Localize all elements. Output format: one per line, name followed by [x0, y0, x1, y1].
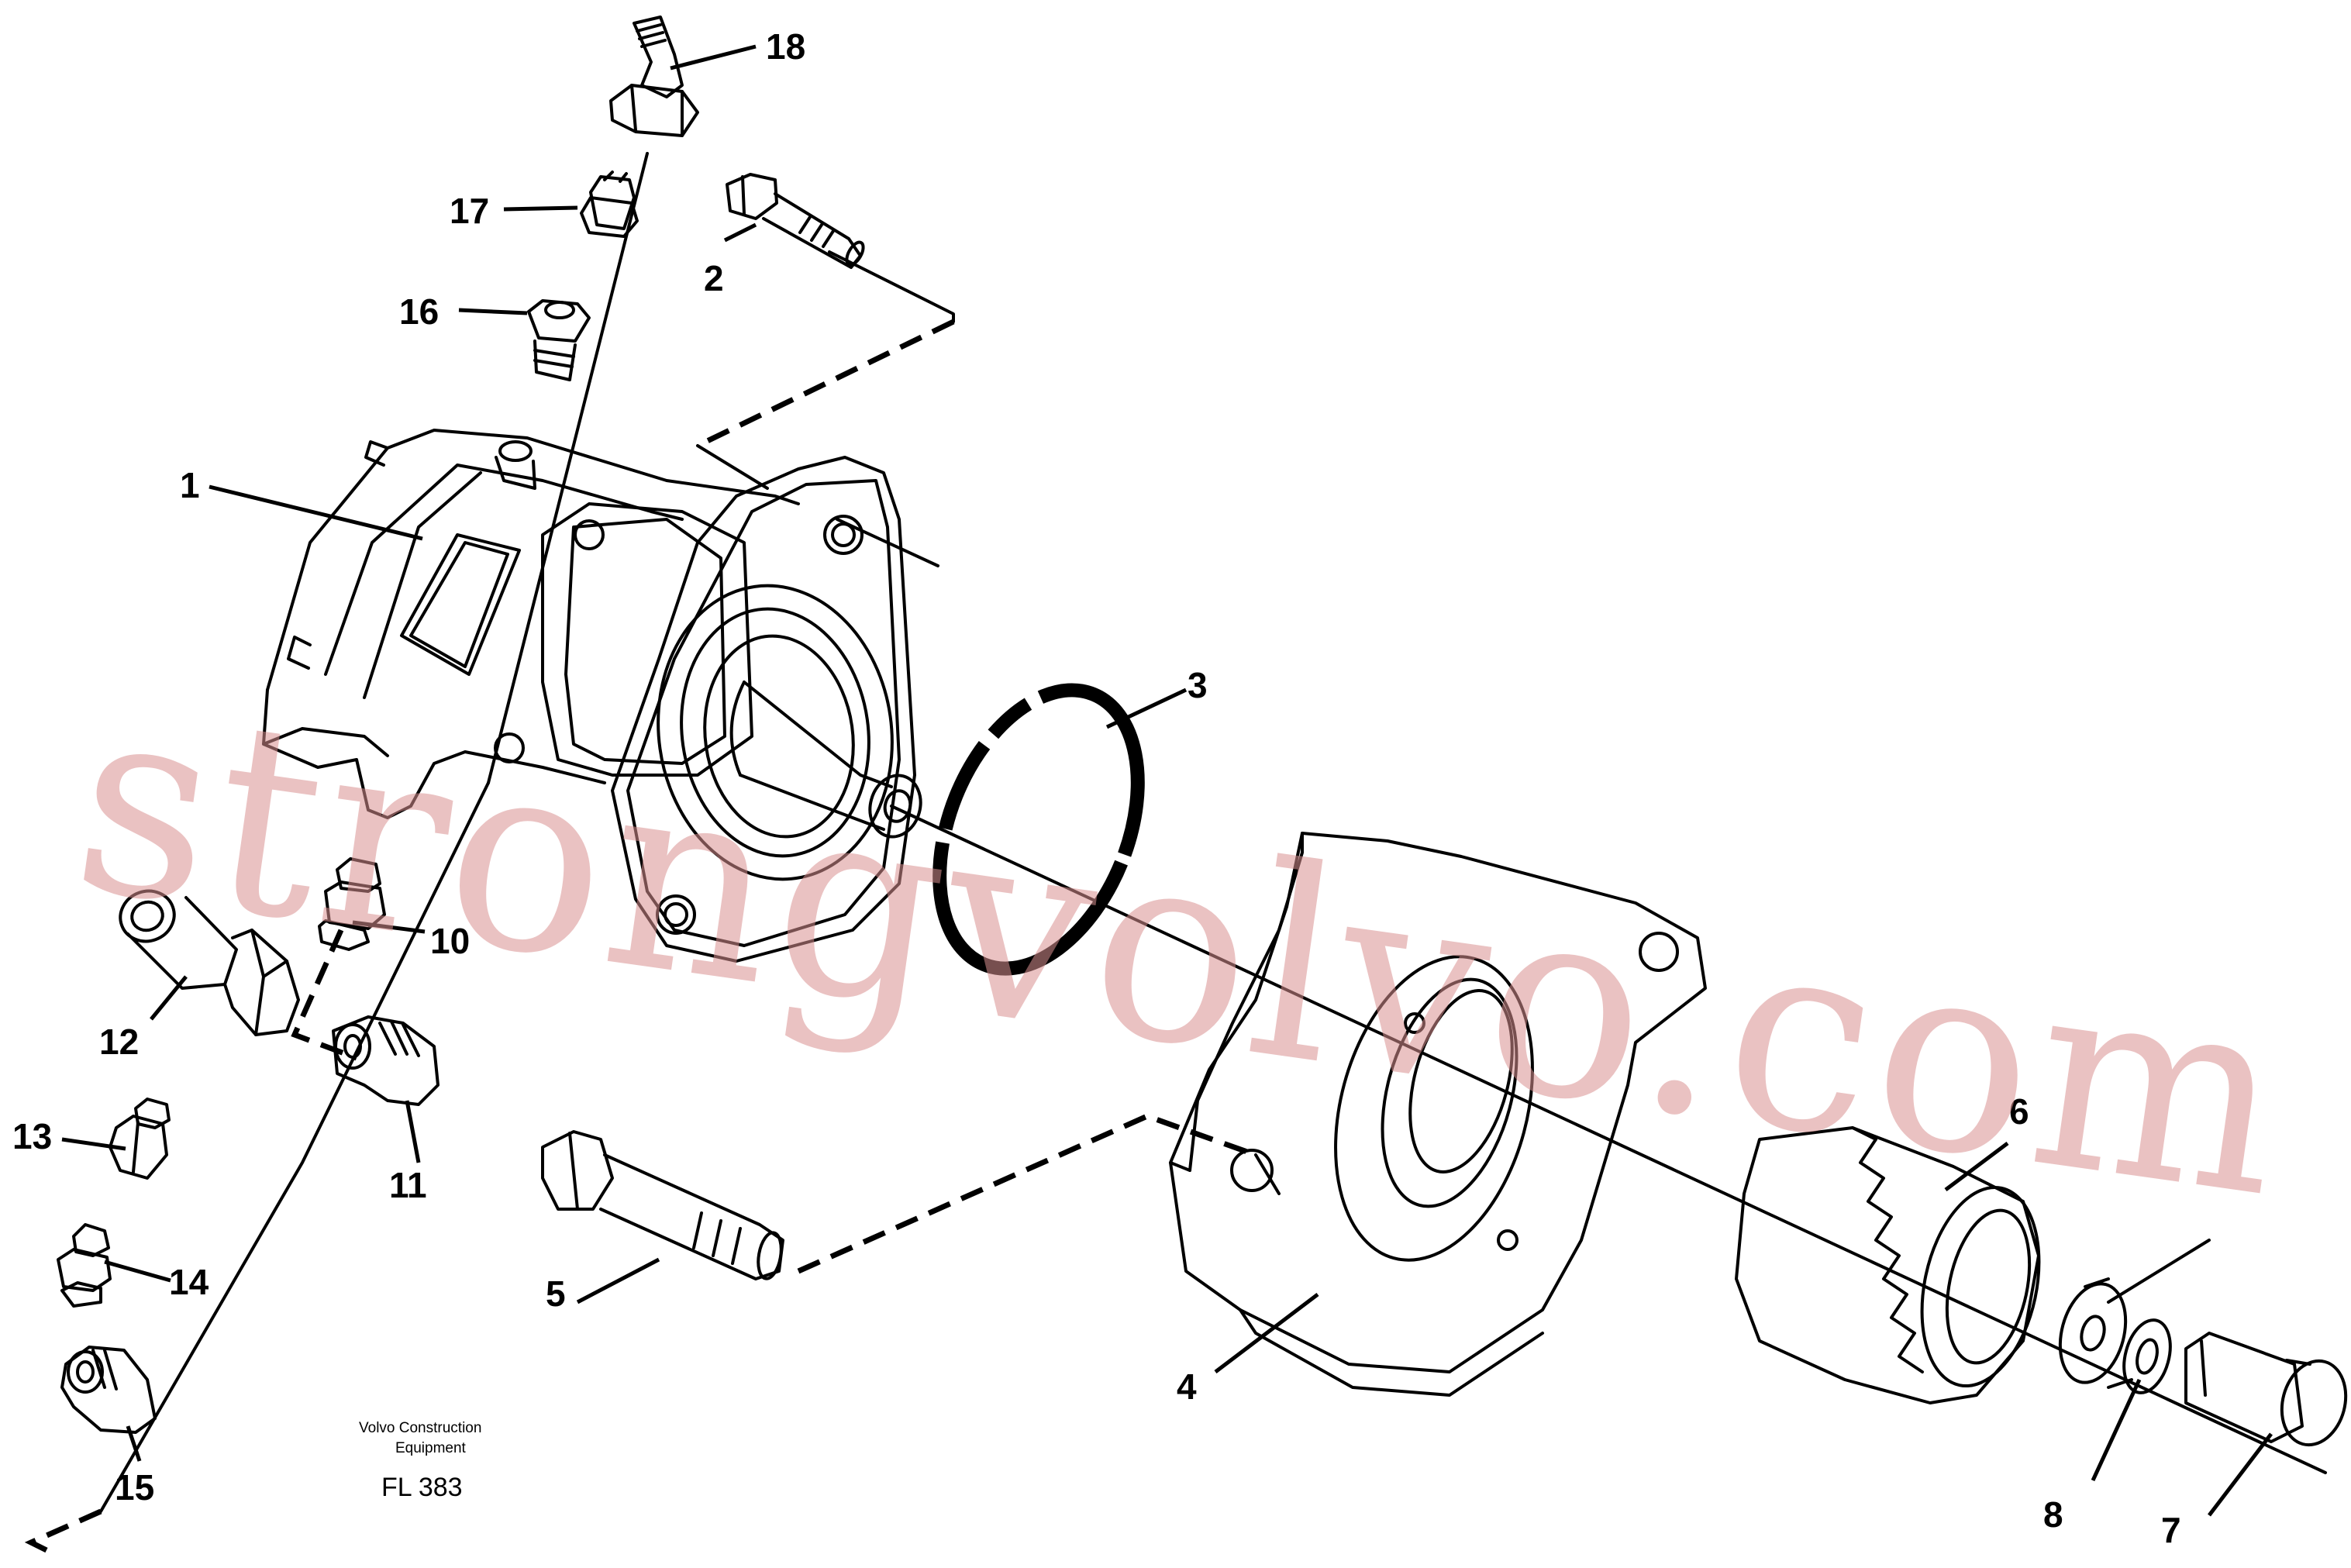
callout-18: 18: [766, 26, 805, 67]
part-7-screw: [2184, 1332, 2348, 1447]
callout-1: 1: [180, 465, 200, 505]
callout-2: 2: [704, 258, 724, 298]
figure-code: FL 383: [381, 1473, 463, 1502]
callout-7: 7: [2161, 1510, 2181, 1550]
part-3-o-ring: [932, 683, 1145, 976]
callout-10: 10: [430, 921, 470, 961]
callout-6: 6: [2009, 1091, 2029, 1132]
callout-8: 8: [2043, 1494, 2063, 1535]
part-14-nipple: [57, 1223, 112, 1308]
part-8-washers: [2058, 1277, 2172, 1394]
callout-15: 15: [115, 1467, 154, 1508]
part-17-adapter: [580, 171, 639, 238]
part-1-hydraulic-motor: [262, 429, 922, 963]
part-18-elbow-fitting: [609, 16, 699, 137]
figure-caption: Volvo Construction Equipment FL 383: [359, 1420, 481, 1502]
callout-13: 13: [12, 1116, 52, 1156]
part-12-connector: [119, 889, 300, 1036]
part-15-elbow: [60, 1346, 157, 1434]
callout-5: 5: [546, 1273, 566, 1314]
part-5-bolt: [541, 1130, 784, 1280]
callout-17: 17: [450, 191, 489, 231]
part-4-adapter-flange: [1169, 832, 1707, 1397]
part-13-nipple: [109, 1098, 171, 1180]
callout-4: 4: [1177, 1366, 1197, 1407]
caption-line-1: Volvo Construction: [359, 1420, 481, 1436]
part-2-bolt: [726, 173, 865, 269]
part-11-elbow: [332, 1015, 440, 1106]
callout-3: 3: [1188, 665, 1208, 705]
callout-11: 11: [389, 1165, 427, 1205]
callout-12: 12: [99, 1022, 139, 1062]
part-6-gear-coupling: [1735, 1126, 2041, 1404]
callout-16: 16: [399, 291, 439, 332]
part-10-fitting: [318, 857, 386, 951]
assembly-lines: [24, 152, 2327, 1553]
caption-line-2: Equipment: [395, 1440, 467, 1456]
callout-labels: 18 17 16 2 1 3 4 5 6 7 8 10 11 12 13 14 …: [12, 26, 2181, 1550]
callout-14: 14: [169, 1262, 209, 1302]
part-16-nipple: [527, 299, 591, 381]
leader-lines: [61, 44, 2273, 1517]
